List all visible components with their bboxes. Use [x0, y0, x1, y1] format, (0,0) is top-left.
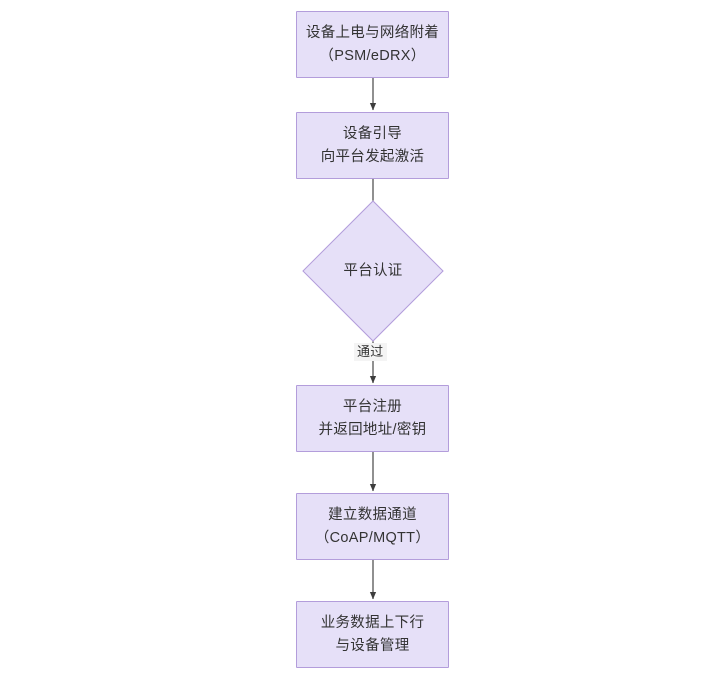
flow-node-business-data-and-management[interactable]: 业务数据上下行 与设备管理 — [296, 601, 449, 668]
flow-node-device-bootstrap[interactable]: 设备引导 向平台发起激活 — [296, 112, 449, 179]
flow-node-line: 业务数据上下行 — [320, 614, 425, 631]
flow-node-line: 并返回地址/密钥 — [318, 421, 427, 438]
flow-node-line: （PSM/eDRX） — [319, 47, 426, 64]
flow-node-platform-authentication[interactable]: 平台认证 — [302, 200, 444, 342]
flow-node-line: 与设备管理 — [335, 637, 410, 654]
edge-label-pass: 通过 — [354, 343, 387, 361]
flow-node-platform-registration[interactable]: 平台注册 并返回地址/密钥 — [296, 385, 449, 452]
flow-node-device-power-on[interactable]: 设备上电与网络附着 （PSM/eDRX） — [296, 11, 449, 78]
flow-node-line: 平台认证 — [343, 262, 403, 279]
flow-node-line: 向平台发起激活 — [320, 148, 425, 165]
flow-node-line: 设备上电与网络附着 — [305, 24, 440, 41]
flow-node-line: 建立数据通道 — [328, 506, 417, 523]
flow-node-line: （CoAP/MQTT） — [314, 529, 431, 546]
flow-node-establish-data-channel[interactable]: 建立数据通道 （CoAP/MQTT） — [296, 493, 449, 560]
flow-node-line: 平台注册 — [342, 398, 403, 415]
flow-node-line: 设备引导 — [342, 125, 403, 142]
